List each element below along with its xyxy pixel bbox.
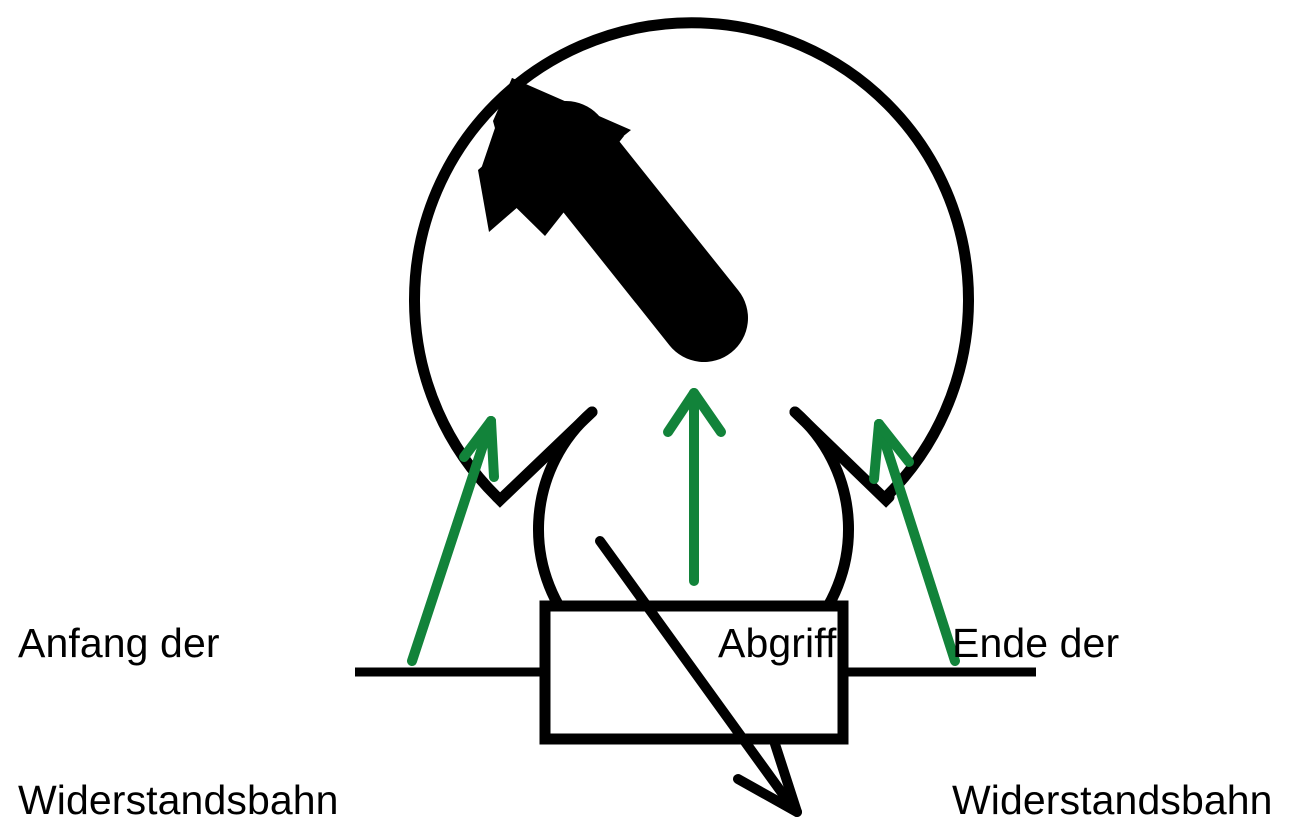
label-end-line1: Ende der [952, 619, 1120, 666]
label-start-line1: Anfang der [18, 619, 220, 666]
variability-arrow [595, 536, 802, 817]
variable-resistor-group [355, 536, 1036, 817]
pointer-needle [478, 78, 748, 362]
outer-arc [409, 17, 974, 503]
annotation-arrows-group [407, 388, 960, 666]
potentiometer-knob-group [409, 17, 974, 690]
arrow-to-end-terminal [869, 419, 960, 666]
label-start-of-resistance-track: Anfang der Widerstandsbahn [18, 512, 339, 832]
label-end-line2: Widerstandsbahn [952, 777, 1273, 824]
arrow-to-wiper-terminal [663, 388, 726, 586]
start-of-resistance-track-terminal [491, 406, 598, 508]
label-wiper: Abgriff [718, 512, 836, 774]
label-wiper-line1: Abgriff [718, 619, 837, 666]
label-end-of-resistance-track: Ende der Widerstandsbahn [952, 512, 1273, 832]
end-of-resistance-track-terminal [789, 406, 895, 508]
label-start-line2: Widerstandsbahn [18, 777, 339, 824]
arrow-to-start-terminal [407, 416, 499, 666]
